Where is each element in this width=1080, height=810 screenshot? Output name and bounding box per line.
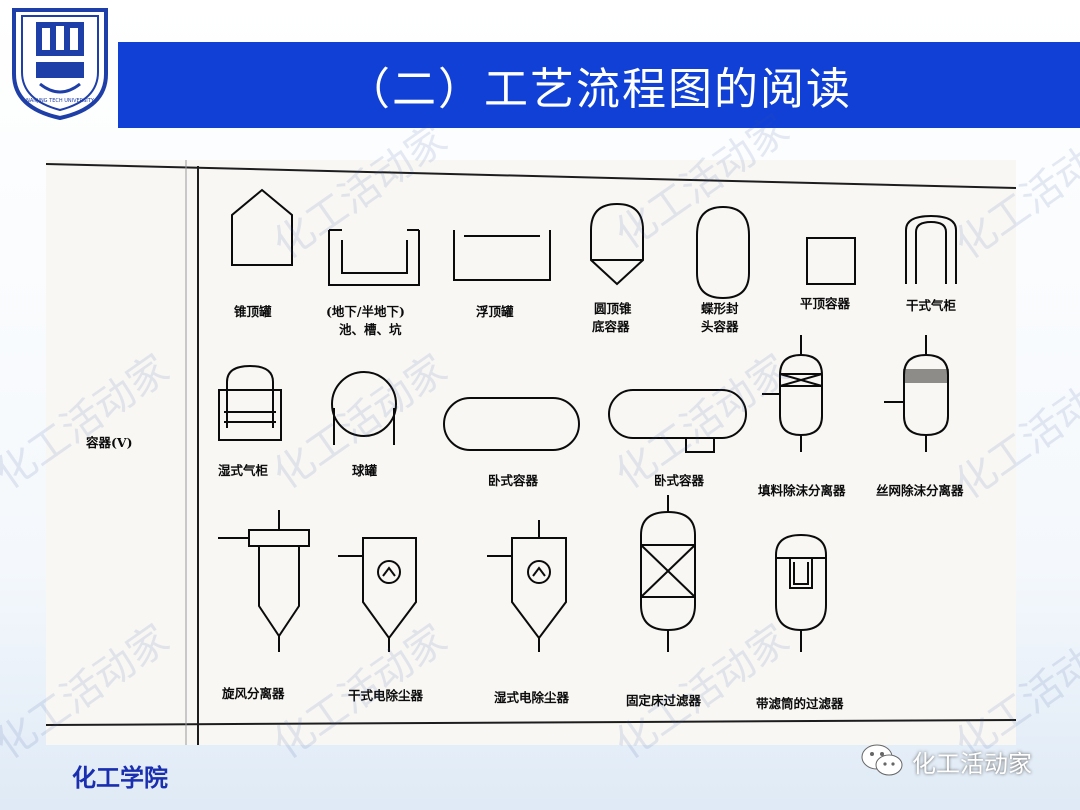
label-floating-roof: 浮顶罐 xyxy=(476,304,514,319)
label-horizontal-2: 卧式容器 xyxy=(654,473,705,488)
label-dry-gas-holder: 干式气柜 xyxy=(906,298,957,313)
label-cyclone: 旋风分离器 xyxy=(221,686,285,701)
page-title: （二）工艺流程图的阅读 xyxy=(346,64,852,115)
label-mesh-demister: 丝网除沫分离器 xyxy=(876,483,964,498)
label-dry-esp: 干式电除尘器 xyxy=(348,688,424,703)
label-dished-head-1: 蝶形封 xyxy=(701,301,739,316)
label-round-top-2: 底容器 xyxy=(592,319,630,334)
label-flat-top: 平顶容器 xyxy=(800,296,851,311)
footer-account-name: 化工活动家 xyxy=(912,749,1032,778)
label-cone-roof-tank: 锥顶罐 xyxy=(234,304,272,319)
title-bar: （二）工艺流程图的阅读 xyxy=(118,42,1080,128)
label-pit-tank: 池、槽、坑 xyxy=(339,322,402,337)
label-wet-gas-holder: 湿式气柜 xyxy=(218,463,269,478)
label-cartridge: 带滤筒的过滤器 xyxy=(756,696,844,711)
label-sphere: 球罐 xyxy=(352,463,378,478)
logo-seal-text: NANJING TECH UNIVERSITY xyxy=(26,98,95,104)
wechat-icon xyxy=(861,744,903,776)
row-header: 容器(V) xyxy=(85,435,133,450)
university-logo: NANJING TECH UNIVERSITY xyxy=(6,4,114,122)
university-seal-icon: NANJING TECH UNIVERSITY xyxy=(12,8,108,121)
label-round-top-1: 圆顶锥 xyxy=(594,301,632,316)
label-dished-head-2: 头容器 xyxy=(701,319,739,334)
label-underground: (地下/半地下) xyxy=(326,304,405,319)
footer-school-name: 化工学院 xyxy=(72,764,168,792)
label-horizontal-1: 卧式容器 xyxy=(488,473,539,488)
label-packing-demister: 填料除沫分离器 xyxy=(758,483,846,498)
footer-account: 化工活动家 xyxy=(860,742,1032,780)
equipment-symbol-table: 容器(V) xyxy=(46,160,1016,745)
label-wet-esp: 湿式电除尘器 xyxy=(494,690,570,705)
label-fixed-bed: 固定床过滤器 xyxy=(626,693,702,708)
